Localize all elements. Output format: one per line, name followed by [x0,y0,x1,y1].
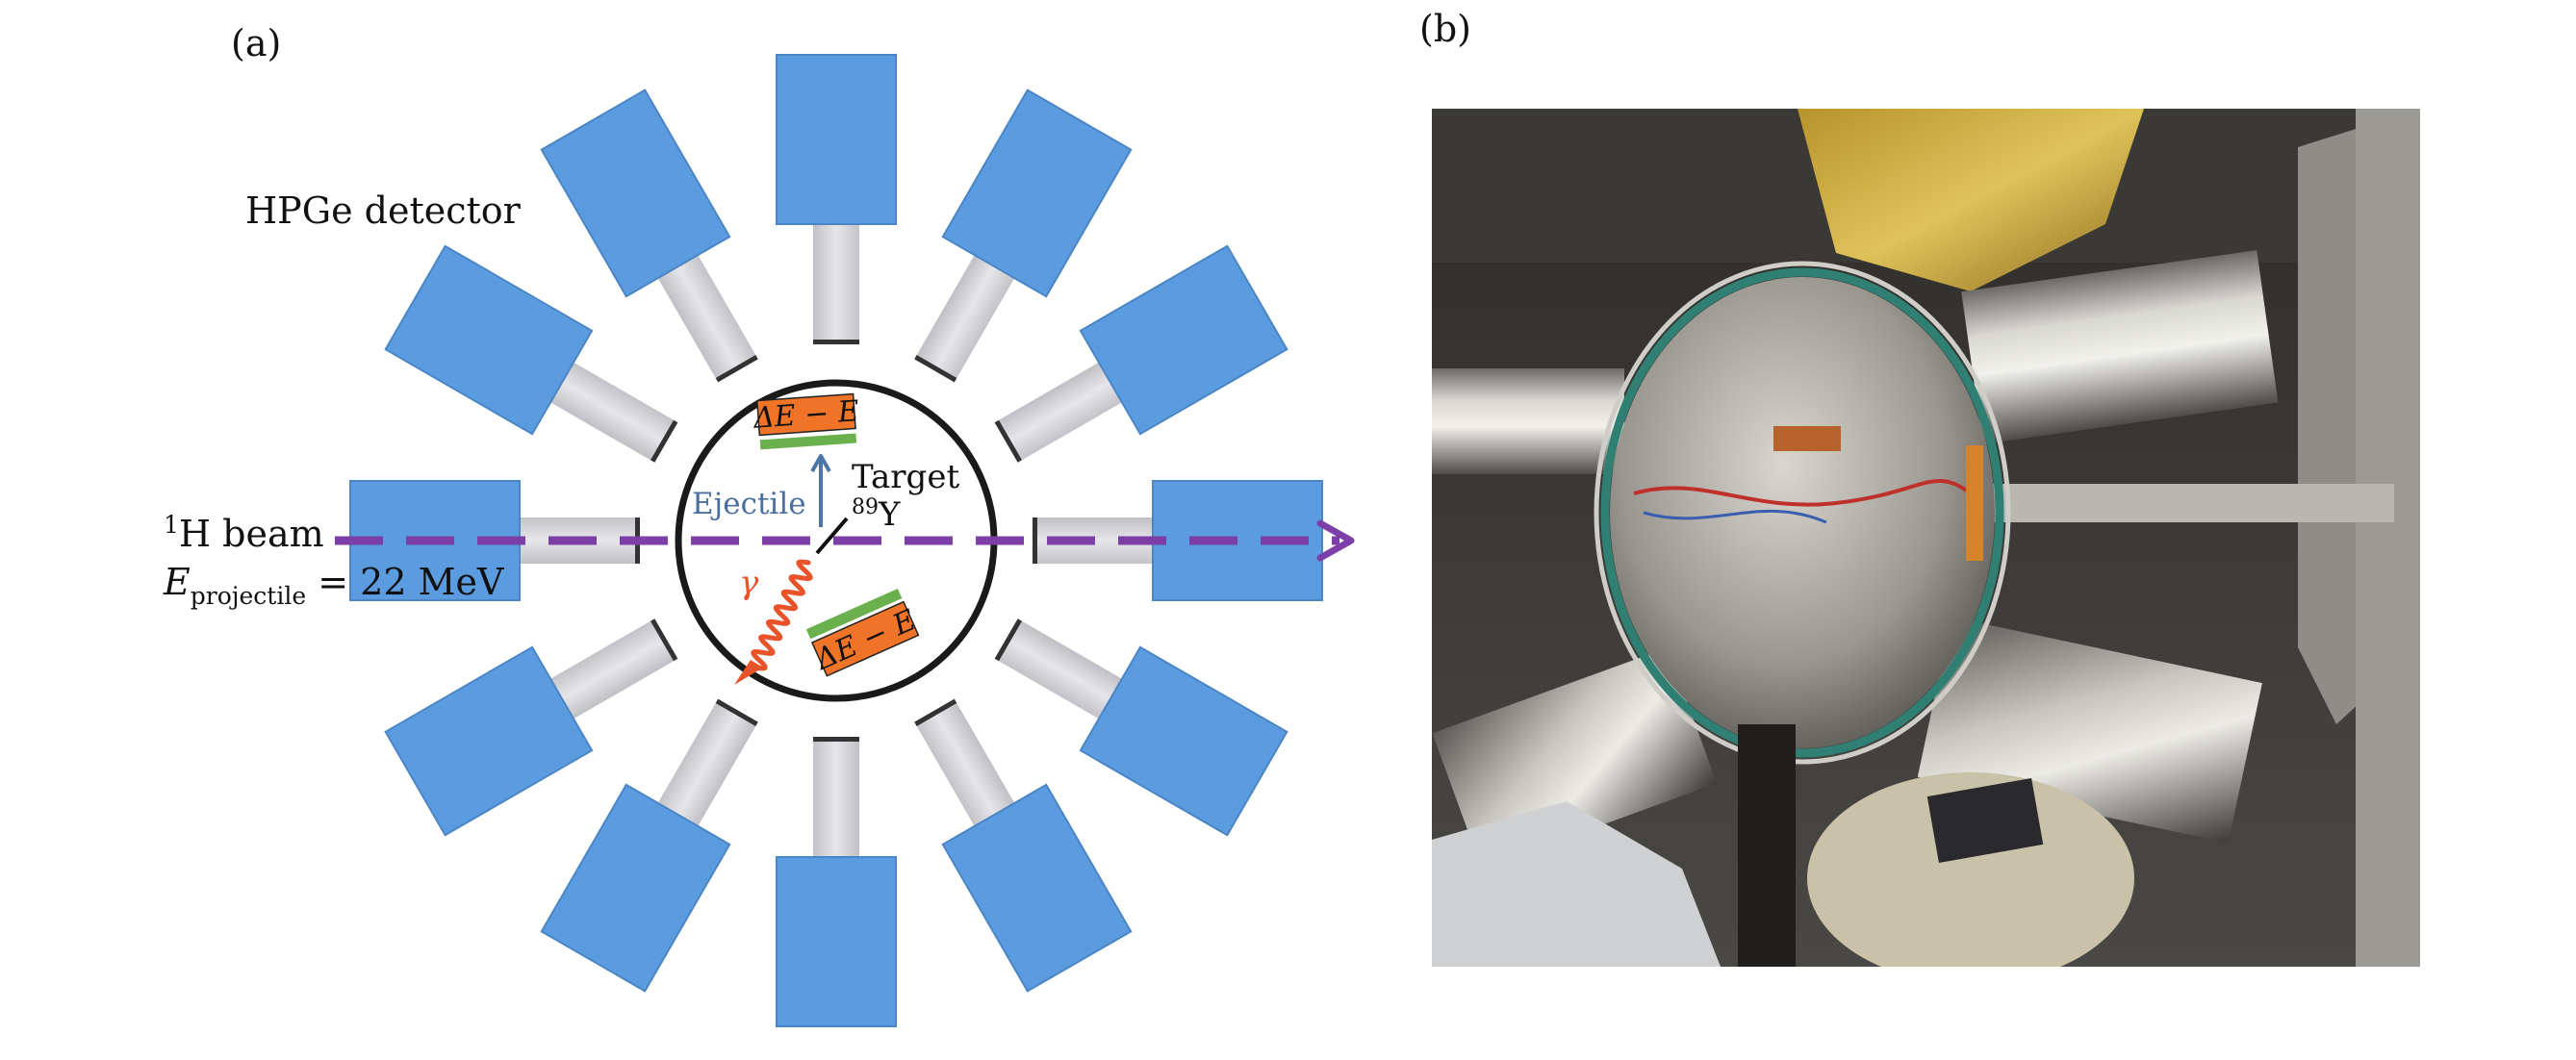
hpge-detector-stem [657,698,758,827]
beam-text: H beam [179,513,324,555]
gamma-arrowhead-icon [734,660,763,685]
panel-a-diagram: (a) HPGe detector 1H beam Eprojectile = … [163,22,1355,1027]
lower-telescope-strip [805,588,903,640]
photo-inner-board [1773,426,1841,451]
experimental-chamber-photo [1432,109,2420,967]
ejectile-arrowhead-icon [810,454,831,472]
hpge-detector-housing [941,88,1133,298]
photo-beam-pipe [1980,484,2394,522]
energy-subscript: projectile [191,582,306,610]
hpge-detector-endcap [715,698,758,726]
hpge-detector-stem [813,737,859,858]
panel-b-label: (b) [1419,8,1471,50]
target-mass-number: 89 [852,495,879,519]
hpge-detector-label: HPGe detector [245,189,522,232]
gamma-label: γ [739,564,759,602]
beam-mass-superscript: 1 [164,511,179,539]
photo-dewar-panel [1926,777,2044,864]
photo-wires [1633,479,1973,507]
hpge-detector [914,88,1133,383]
target-element: Y [878,495,901,534]
upper-telescope-strip [759,433,857,450]
energy-value: = 22 MeV [306,561,504,603]
panel-a-label: (a) [231,22,281,64]
energy-symbol: E [163,561,191,603]
hpge-detector-stem [994,618,1123,719]
hpge-detector [384,618,678,837]
photo-gold-block [1798,109,2144,291]
hpge-detector-housing [384,244,594,436]
target-label: Target [852,458,959,496]
hpge-detector [994,244,1288,463]
photo-vertical-shaft [1738,724,1796,967]
hpge-detector-endcap [994,419,1022,463]
hpge-detector-endcap [914,355,957,383]
hpge-detector-housing [1079,244,1288,436]
hpge-detector [540,88,758,383]
hpge-detector-endcap [994,618,1022,662]
hpge-detector-housing [384,645,594,837]
ejectile-label: Ejectile [692,487,806,521]
hpge-detector-endcap [715,355,758,383]
photo-cylinder-topright [1961,250,2279,444]
photo-dewar [1807,772,2134,967]
lower-telescope: ΔE − E [805,588,921,677]
hpge-detector-housing [1079,645,1288,837]
hpge-detector [540,698,758,993]
upper-telescope-de-e [755,392,856,437]
hpge-detector-stem [657,254,758,383]
photo-cylinder-lowleft [1432,647,1718,870]
upper-telescope: ΔE − E [752,392,860,450]
hpge-detector [776,54,897,344]
gamma-ray-wave [751,559,813,671]
hpge-detector-endcap [650,419,678,463]
upper-telescope-label: ΔE − E [752,394,860,436]
hpge-detector [994,618,1288,837]
photo-foil [1432,801,1721,967]
hpge-detector [384,244,678,463]
hpge-detector-stem [994,362,1123,463]
hpge-detector-housing [540,88,731,298]
hpge-detector-endcap [914,698,957,726]
photo-chamber-interior [1610,277,1995,748]
lower-telescope-de-e [810,600,920,677]
hpge-detector-housing [941,783,1133,993]
beam-energy-label: Eprojectile = 22 MeV [163,561,504,610]
target-nucleus: 89Y [852,495,901,534]
photo-orange-connector [1966,445,1983,561]
beam-arrowhead-icon [1316,519,1355,562]
photo-cylinder-left [1432,368,1624,474]
target-foil [815,517,849,555]
hpge-detector-endcap [650,618,678,662]
hpge-detector-array [349,54,1323,1027]
photo-chamber-ring-outer [1594,261,2011,765]
hpge-detector-stem [813,223,859,344]
photo-right-wall [2356,109,2420,967]
hpge-detector-stem [549,618,678,719]
hpge-detector-housing [776,856,897,1027]
photo-chamber-ring [1600,267,2004,758]
hpge-detector [914,698,1133,993]
hpge-detector [776,737,897,1027]
hpge-detector-endcap [813,737,859,742]
photo-wires-blue [1643,509,1827,524]
hpge-detector-stem [914,254,1015,383]
hpge-detector-endcap [1033,517,1037,564]
hpge-detector-housing [540,783,731,993]
beam-label: 1H beam [164,511,324,555]
hpge-detector-stem [549,362,678,463]
hpge-detector-endcap [813,340,859,344]
hpge-detector-stem [914,698,1015,827]
hpge-detector-housing [776,54,897,225]
